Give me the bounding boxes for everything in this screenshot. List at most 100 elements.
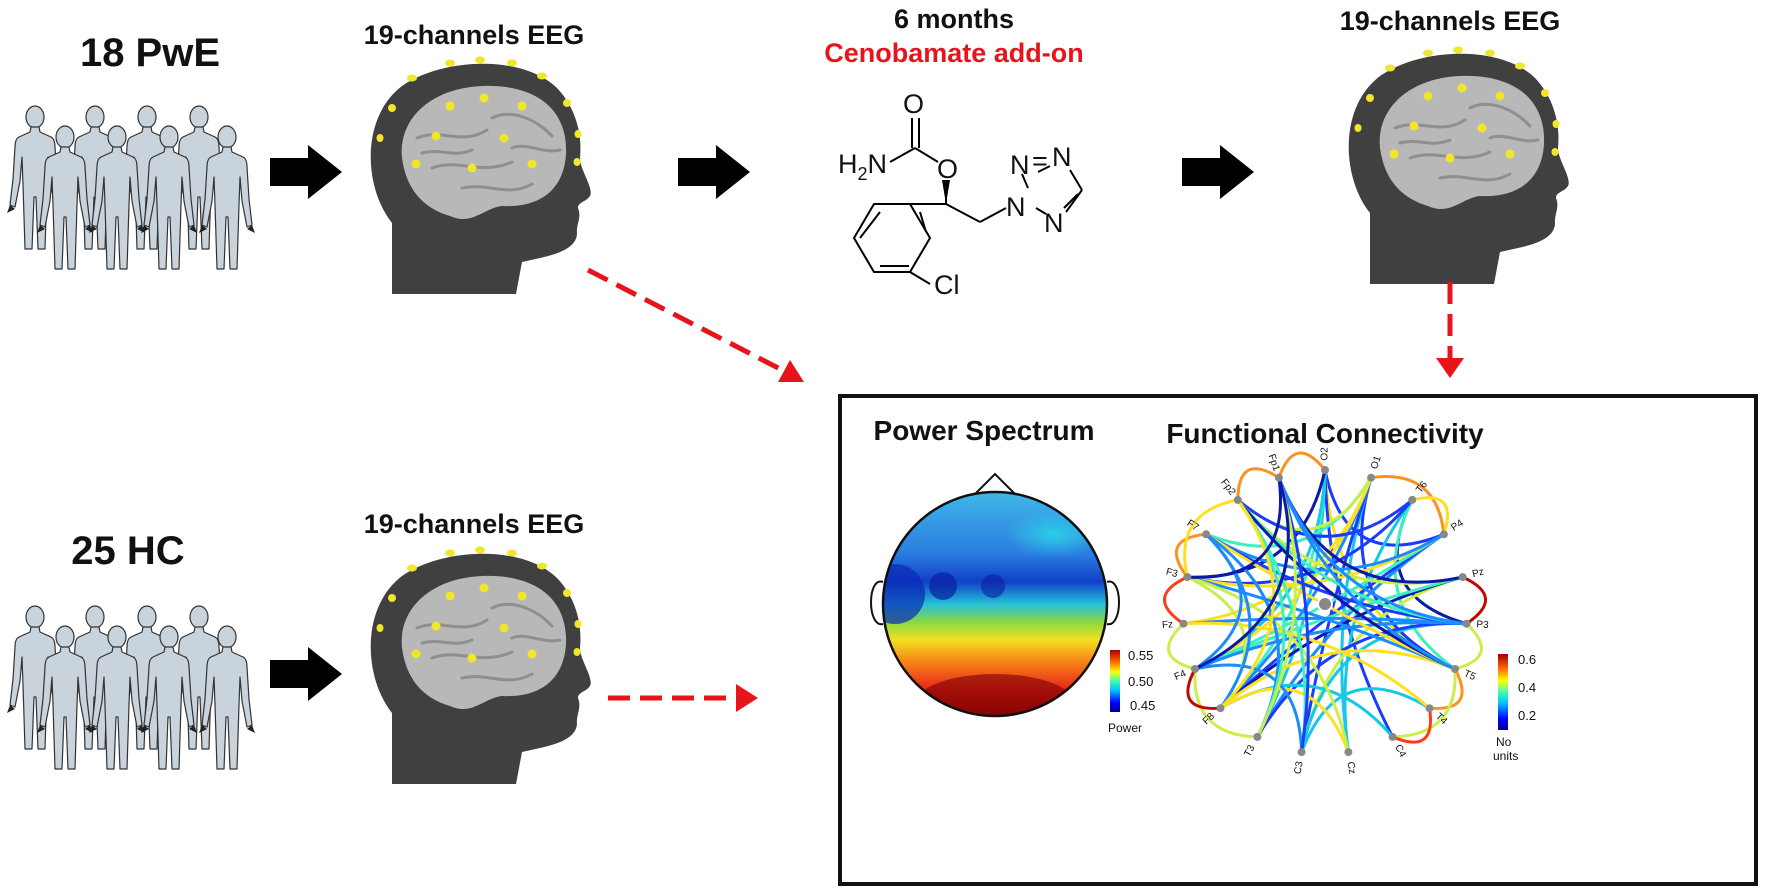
svg-text:0.6: 0.6 xyxy=(1518,652,1536,667)
power-spectrum-title: Power Spectrum xyxy=(874,415,1095,446)
black-arrow xyxy=(678,145,750,199)
functional-connectivity-title: Functional Connectivity xyxy=(1166,418,1484,449)
dashed-red-arrow xyxy=(1436,282,1464,378)
connection-edge xyxy=(1183,498,1239,578)
channel-label: C3 xyxy=(1293,760,1306,775)
svg-text:0.4: 0.4 xyxy=(1518,680,1536,695)
channel-node xyxy=(1179,619,1188,628)
svg-text:Power: Power xyxy=(1108,721,1142,735)
channel-node xyxy=(1183,573,1192,582)
svg-text:H2N: H2N xyxy=(838,149,887,184)
svg-text:0.50: 0.50 xyxy=(1128,674,1153,689)
channel-node xyxy=(1458,573,1467,582)
black-arrow xyxy=(270,145,342,199)
treatment-label: Cenobamate add-on xyxy=(824,38,1084,68)
channel-node xyxy=(1388,732,1397,741)
black-arrow xyxy=(270,647,342,701)
eeg-head-icon xyxy=(369,55,593,296)
svg-text:0.2: 0.2 xyxy=(1518,708,1536,723)
channel-node xyxy=(1439,530,1448,539)
svg-text:=: = xyxy=(1032,146,1048,176)
connection-edge xyxy=(1163,575,1188,625)
connection-edge xyxy=(1323,469,1445,547)
channel-node xyxy=(1297,748,1306,757)
connection-edge xyxy=(1277,477,1456,671)
svg-text:0.55: 0.55 xyxy=(1128,648,1153,663)
power-colorbar: 0.55 0.50 0.45 Power xyxy=(1108,648,1155,735)
connection-edge xyxy=(1194,533,1243,671)
connection-edge xyxy=(1186,575,1350,753)
dashed-red-arrow xyxy=(608,684,758,712)
channel-label: Fp1 xyxy=(1266,453,1282,473)
channel-node xyxy=(1202,530,1211,539)
channel-node xyxy=(1253,732,1262,741)
power-topoplot xyxy=(870,472,1120,718)
channel-label: Cz xyxy=(1344,761,1357,775)
svg-text:0.45: 0.45 xyxy=(1130,698,1155,713)
connectivity-colorbar: 0.6 0.4 0.2 No units xyxy=(1493,652,1536,763)
channel-node xyxy=(1462,619,1471,628)
svg-text:O: O xyxy=(937,154,958,184)
center-marker xyxy=(1317,596,1333,612)
svg-text:N: N xyxy=(1006,192,1026,222)
connection-edge xyxy=(1175,532,1207,579)
connection-edge xyxy=(1429,668,1464,710)
channel-label: P3 xyxy=(1476,619,1490,631)
channel-label: T5 xyxy=(1462,668,1478,683)
duration-label: 6 months xyxy=(894,4,1014,34)
channel-label: O1 xyxy=(1369,454,1384,471)
channel-label: T3 xyxy=(1242,743,1257,759)
channel-node xyxy=(1191,665,1199,673)
connection-edge xyxy=(1194,477,1290,671)
svg-text:N: N xyxy=(1010,150,1030,180)
connection-edge xyxy=(1187,477,1282,579)
dashed-red-arrow xyxy=(586,267,804,382)
connection-edge xyxy=(1454,622,1483,671)
hc-people-icon xyxy=(7,606,255,769)
eeg-head-icon xyxy=(1347,45,1571,286)
connection-edge xyxy=(1370,475,1446,535)
channel-node xyxy=(1425,704,1434,713)
connection-edge xyxy=(1183,621,1431,710)
channel-label: F4 xyxy=(1173,668,1189,683)
connection-edge xyxy=(1193,668,1258,739)
pwe-people-icon xyxy=(7,106,255,269)
connection-edge xyxy=(1186,668,1221,710)
connection-edge xyxy=(1219,687,1350,753)
connection-edge xyxy=(1183,477,1373,626)
connection-edge xyxy=(1256,621,1467,738)
pwe-group-label: 18 PwE xyxy=(80,31,220,75)
connection-edge xyxy=(1392,707,1432,744)
connection-edge xyxy=(1277,451,1327,479)
channel-node xyxy=(1321,466,1329,474)
svg-text:O: O xyxy=(903,89,924,119)
channel-node xyxy=(1408,495,1417,504)
channel-label: F3 xyxy=(1165,567,1179,581)
black-arrow xyxy=(1182,145,1254,199)
svg-text:No: No xyxy=(1496,735,1512,749)
connection-edge xyxy=(1167,622,1196,671)
hc-group-label: 25 HC xyxy=(71,529,184,573)
cenobamate-structure xyxy=(852,118,1083,285)
channel-node xyxy=(1233,495,1242,504)
channel-node xyxy=(1216,704,1225,713)
connection-edge xyxy=(1205,533,1445,572)
channel-label: O2 xyxy=(1320,447,1331,461)
channel-label: Fz xyxy=(1162,619,1174,631)
channel-label: Pz xyxy=(1471,567,1485,581)
connection-edge xyxy=(1219,649,1456,710)
channel-node xyxy=(1274,473,1283,482)
connection-edge xyxy=(1411,496,1450,535)
connection-edge xyxy=(1236,498,1414,538)
channel-node xyxy=(1451,665,1459,673)
eeg-label: 19-channels EEG xyxy=(364,20,585,50)
eeg-label: 19-channels EEG xyxy=(1340,6,1561,36)
connection-edge xyxy=(1462,575,1487,625)
connection-edge xyxy=(1194,663,1304,753)
channel-node xyxy=(1344,748,1353,757)
eeg-label: 19-channels EEG xyxy=(364,509,585,539)
eeg-head-icon xyxy=(369,545,593,786)
svg-text:Cl: Cl xyxy=(934,270,960,300)
connection-edge xyxy=(1392,668,1457,739)
